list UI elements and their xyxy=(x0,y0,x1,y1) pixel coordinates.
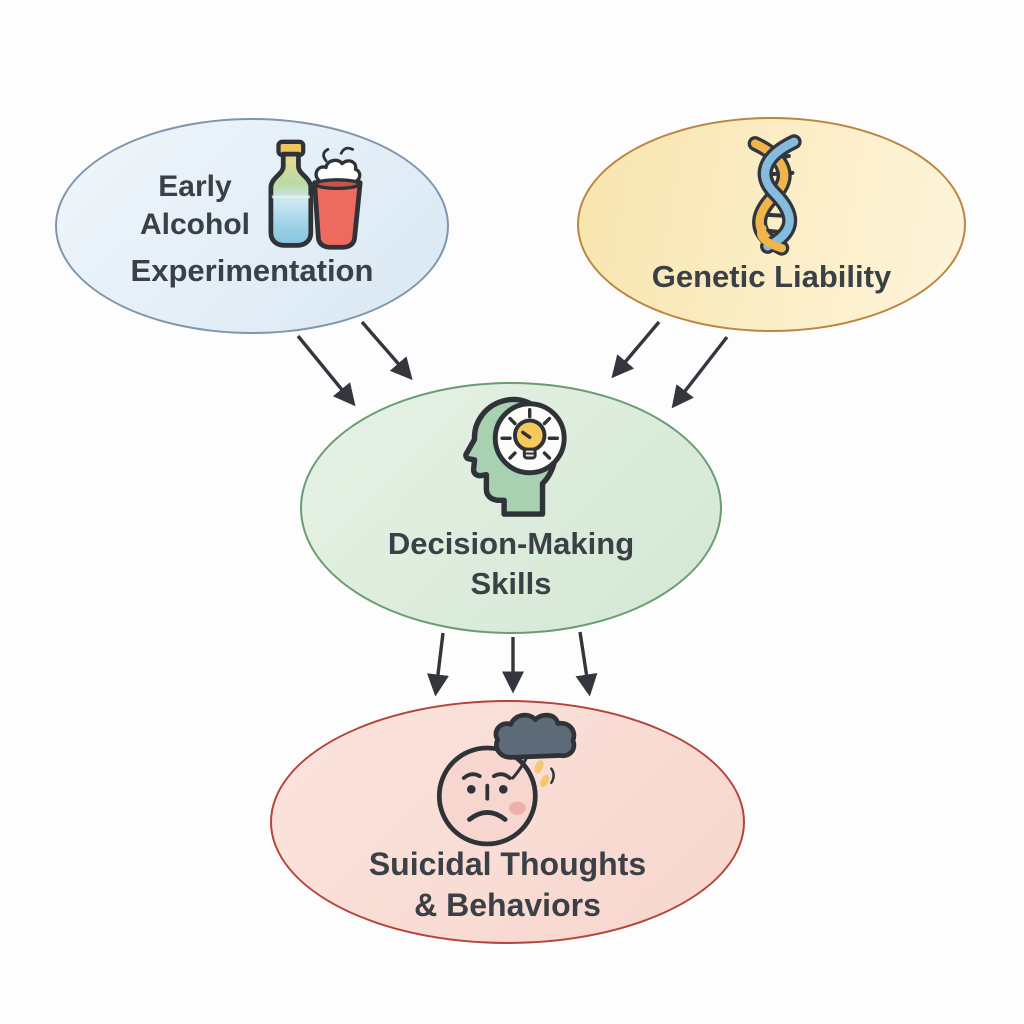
decision-label-line1: Decision-Making xyxy=(387,526,635,561)
node-genetic-liability: Genetic Liability xyxy=(577,117,966,332)
suicidal-label-line2: & Behaviors xyxy=(414,887,601,923)
early-label-line2: Alcohol xyxy=(140,208,250,241)
genetic-liability-label: Genetic Liability xyxy=(651,259,892,294)
node-suicidal-thoughts-behaviors: Suicidal Thoughts & Behaviors xyxy=(270,700,745,944)
node-decision-making-skills: Decision-Making Skills xyxy=(300,382,722,634)
early-label-line1: Early xyxy=(158,170,232,203)
arrow-genetic-to-decision-2 xyxy=(671,335,729,409)
arrow-decision-to-suicidal-1 xyxy=(427,632,449,697)
suicidal-label-line1: Suicidal Thoughts xyxy=(368,846,647,882)
early-label-line3: Experimentation xyxy=(130,253,374,288)
arrow-early-to-decision-1 xyxy=(296,334,356,407)
suicidal-thoughts-label: Suicidal Thoughts & Behaviors xyxy=(369,844,646,926)
dna-helix-icon xyxy=(747,134,802,256)
sad-face-storm-cloud-icon xyxy=(436,712,576,847)
arrow-decision-to-suicidal-3 xyxy=(575,631,598,697)
early-node-top-row: Early Alcohol xyxy=(140,138,364,252)
node-early-alcohol-experimentation: Early Alcohol xyxy=(55,118,449,334)
arrow-early-to-decision-2 xyxy=(360,320,413,381)
early-node-label-top: Early Alcohol xyxy=(140,168,250,252)
arrow-genetic-to-decision-1 xyxy=(611,320,661,379)
decision-label-line2: Skills xyxy=(470,566,552,601)
decision-making-label: Decision-Making Skills xyxy=(388,524,634,604)
party-cup-icon xyxy=(312,146,363,250)
head-lightbulb-icon xyxy=(463,396,567,517)
alcohol-bottle-icon xyxy=(268,139,314,248)
alcohol-bottle-and-cup-icons xyxy=(268,139,363,250)
